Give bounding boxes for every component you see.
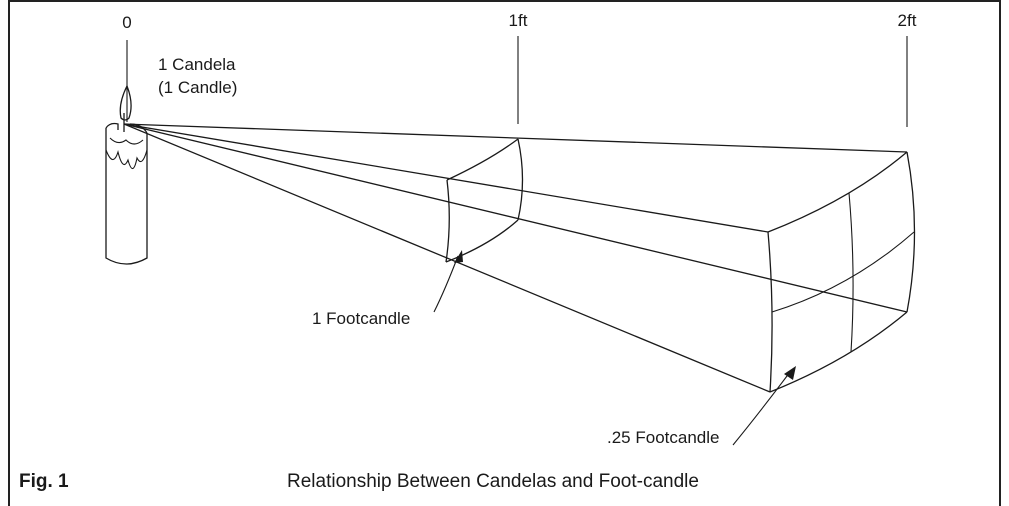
origin-label: 0	[122, 13, 131, 32]
figure-number: Fig. 1	[19, 471, 69, 492]
far-surface-2ft	[767, 151, 916, 393]
light-rays	[123, 123, 908, 393]
source-label-line1: 1 Candela	[158, 55, 236, 74]
figure-frame	[8, 0, 1001, 506]
source-label-line2: (1 Candle)	[158, 78, 237, 97]
near-surface-1ft	[445, 138, 524, 263]
near-surface-label: 1 Footcandle	[312, 309, 410, 328]
two-ft-label: 2ft	[898, 11, 917, 30]
far-surface-label: .25 Footcandle	[607, 428, 719, 447]
near-surface-pointer	[433, 250, 463, 313]
one-ft-label: 1ft	[509, 11, 528, 30]
far-surface-pointer	[732, 366, 796, 446]
figure-title: Relationship Between Candelas and Foot-c…	[287, 471, 699, 492]
